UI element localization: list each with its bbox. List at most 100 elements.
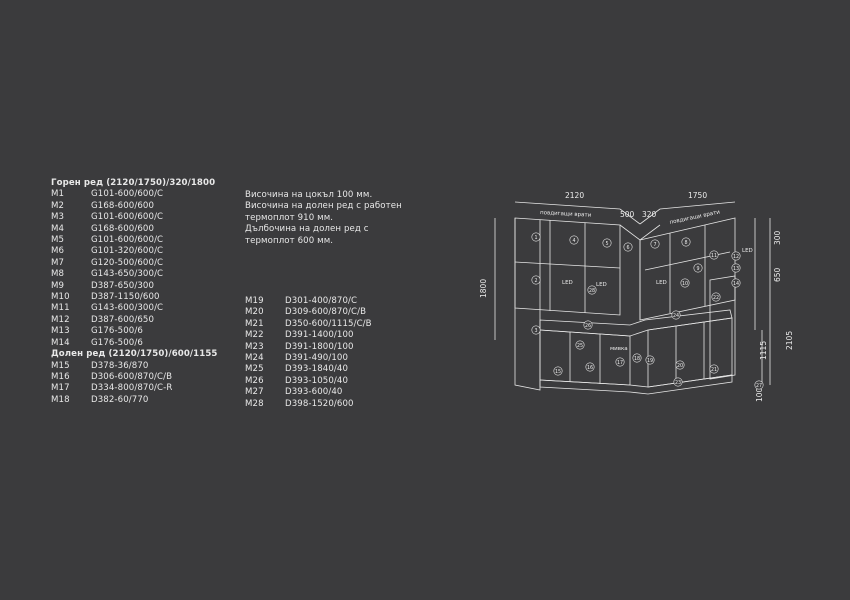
module-spec: D387-1150/600 xyxy=(91,292,160,303)
module-spec: D382-60/770 xyxy=(91,394,149,405)
kitchen-diagram: 2120 500 320 1750 1800 300 650 1115 2105… xyxy=(479,191,794,402)
module-spec: D393-600/40 xyxy=(285,387,343,398)
module-marker: 16 xyxy=(585,362,595,372)
marker-label: 9 xyxy=(696,266,699,272)
marker-circle xyxy=(585,362,595,372)
module-code: M13 xyxy=(51,326,70,337)
module-marker: 3 xyxy=(531,325,541,335)
dim-corner: 500 xyxy=(620,210,635,219)
module-marker: 22 xyxy=(711,292,721,302)
module-row: M10 D387-1150/600 xyxy=(51,292,241,303)
module-spec: D391-490/100 xyxy=(285,353,349,364)
module-row: M25 D393-1840/40 xyxy=(245,364,415,375)
marker-label: 8 xyxy=(684,240,687,246)
module-spec: G168-600/600 xyxy=(91,200,155,211)
module-row: M5 G101-600/600/C xyxy=(51,235,241,246)
dim-lower-height: 1115 xyxy=(759,341,768,360)
dim-right-width: 1750 xyxy=(688,191,707,200)
label-led-2: LED xyxy=(596,282,607,288)
marker-circle xyxy=(569,235,579,245)
dim-total-height: 2105 xyxy=(785,331,794,350)
module-code: M9 xyxy=(51,280,65,291)
module-spec: D393-1840/40 xyxy=(285,364,349,375)
module-spec: G120-500/600/C xyxy=(91,257,164,268)
module-spec: G168-600/600 xyxy=(91,223,155,234)
module-spec: D306-600/870/C/B xyxy=(91,371,173,382)
module-spec: D391-1400/100 xyxy=(285,330,354,341)
marker-label: 1 xyxy=(534,235,537,241)
label-led-3: LED xyxy=(656,280,667,286)
module-marker: 10 xyxy=(680,278,690,288)
module-marker: 24 xyxy=(671,310,681,320)
module-marker: 13 xyxy=(731,263,741,273)
module-marker: 15 xyxy=(553,366,563,376)
marker-circle xyxy=(731,251,741,261)
left-wall-upper xyxy=(514,217,621,316)
marker-label: 11 xyxy=(711,253,717,259)
notes-block: Височина на цокъл 100 мм.Височина на дол… xyxy=(245,190,445,247)
marker-label: 23 xyxy=(675,380,681,386)
marker-circle xyxy=(675,360,685,370)
module-code: M19 xyxy=(245,296,264,306)
module-spec: G176-500/6 xyxy=(91,326,143,337)
module-marker: 6 xyxy=(623,242,633,252)
marker-label: 19 xyxy=(647,358,653,364)
module-spec: D378-36/870 xyxy=(91,360,149,371)
module-marker: 14 xyxy=(731,278,741,288)
module-code: M5 xyxy=(51,235,65,246)
module-code: M2 xyxy=(51,200,65,211)
module-code: M14 xyxy=(51,337,70,348)
lower-row-title: Долен ред (2120/1750)/600/1155 xyxy=(51,349,218,360)
module-code: M12 xyxy=(51,314,70,325)
marker-circle xyxy=(681,237,691,247)
marker-label: 5 xyxy=(605,241,608,247)
dim-corner-small: 320 xyxy=(642,210,657,219)
marker-circle xyxy=(671,310,681,320)
module-code: M10 xyxy=(51,292,70,303)
module-spec: D301-400/870/C xyxy=(285,296,358,306)
marker-circle xyxy=(623,242,633,252)
module-code: M26 xyxy=(245,375,264,386)
module-spec: D387-650/300 xyxy=(91,280,155,291)
module-marker: 20 xyxy=(675,360,685,370)
module-marker: 27 xyxy=(754,380,764,390)
module-code: M23 xyxy=(245,341,264,352)
module-marker: 17 xyxy=(615,357,625,367)
marker-label: 15 xyxy=(555,369,561,375)
marker-label: 10 xyxy=(682,281,688,287)
module-code: M18 xyxy=(51,394,70,405)
module-code: M28 xyxy=(245,398,264,409)
module-marker: 18 xyxy=(632,353,642,363)
marker-circle xyxy=(731,278,741,288)
module-marker: 28 xyxy=(587,285,597,295)
marker-label: 4 xyxy=(572,238,575,244)
marker-label: 28 xyxy=(589,288,595,294)
note-line: термоплот 600 мм. xyxy=(245,235,334,246)
right-wall-upper xyxy=(639,217,736,321)
marker-circle xyxy=(645,355,655,365)
marker-circle xyxy=(680,278,690,288)
module-marker: 21 xyxy=(709,364,719,374)
module-row: M2 G168-600/600 xyxy=(51,201,241,212)
label-sink: мивка xyxy=(610,346,628,352)
module-code: M17 xyxy=(51,383,70,394)
marker-circle xyxy=(673,377,683,387)
module-spec: G176-500/6 xyxy=(91,337,143,348)
marker-circle xyxy=(587,285,597,295)
module-code: M25 xyxy=(245,364,264,375)
module-code: M8 xyxy=(51,269,65,280)
module-spec: G101-600/600/C xyxy=(91,235,164,246)
